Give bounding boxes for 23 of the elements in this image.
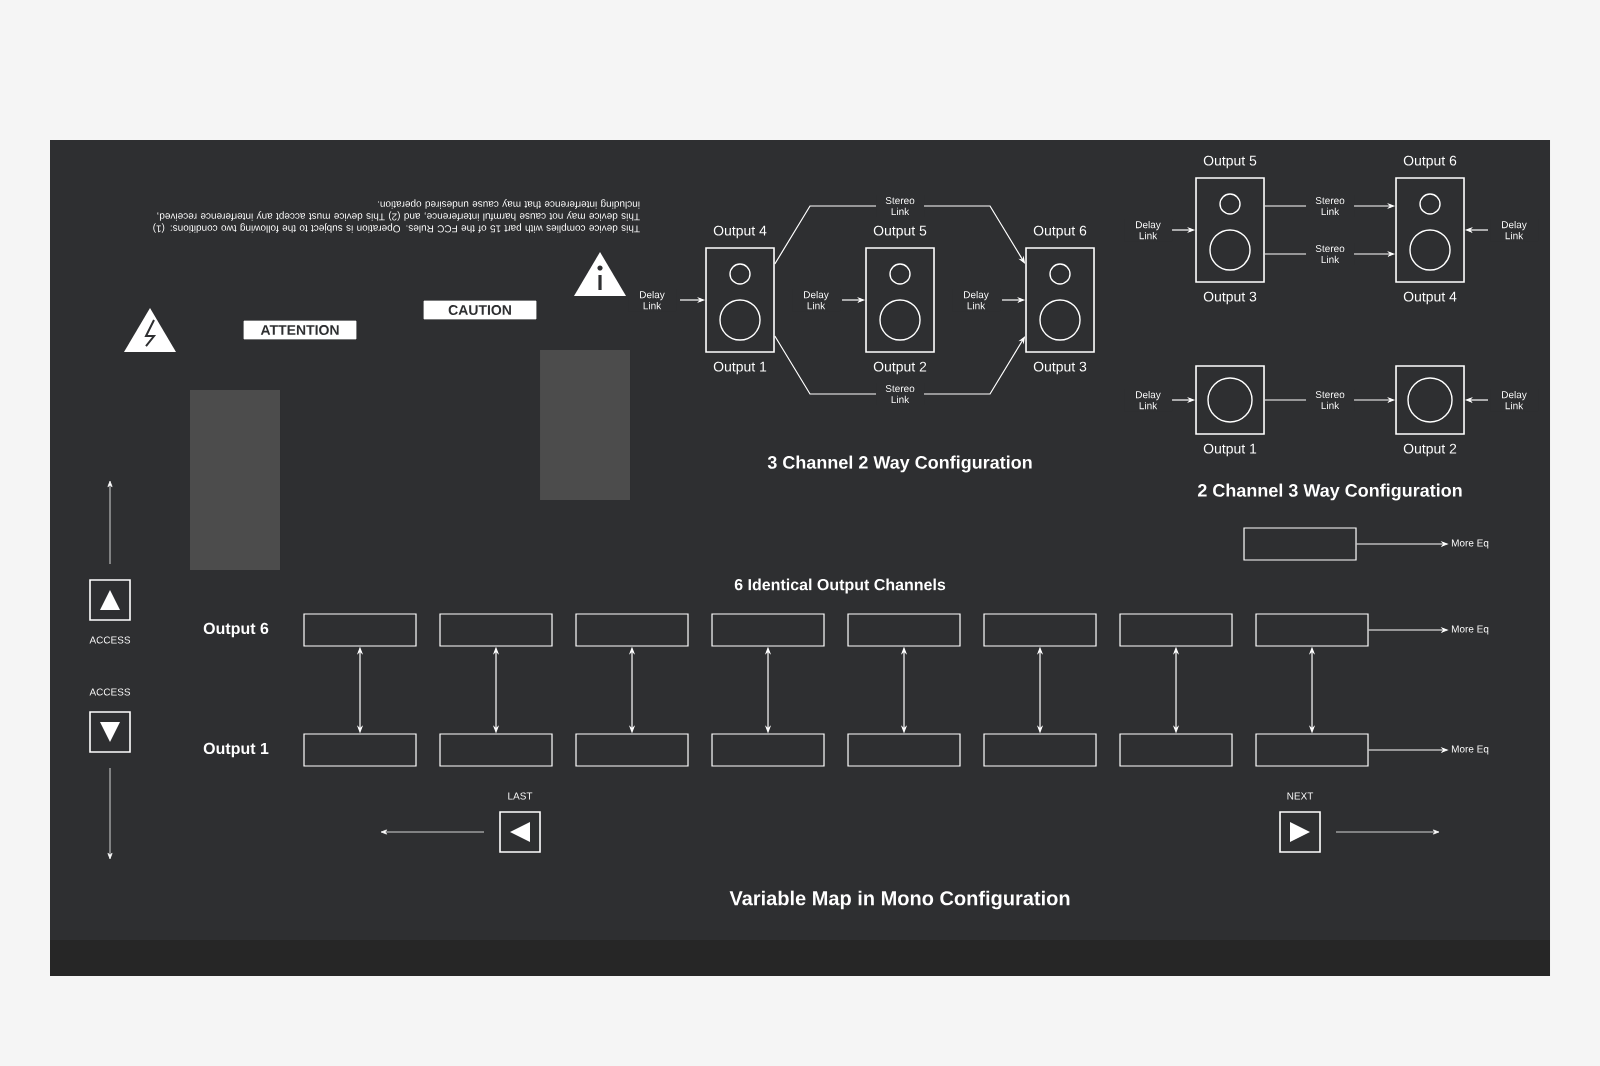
parameter-box xyxy=(439,613,553,647)
parameter-box xyxy=(983,733,1097,767)
section-title: Variable Map in Mono Configuration xyxy=(729,890,1070,910)
parameter-box xyxy=(711,733,825,767)
parameter-box xyxy=(575,613,689,647)
parameter-box xyxy=(1255,733,1369,767)
row-label: Output 1 xyxy=(203,742,269,758)
parameter-box xyxy=(303,613,417,647)
parameter-box xyxy=(1243,527,1357,561)
section-title: 6 Identical Output Channels xyxy=(734,578,946,594)
section-title: 3 Channel 2 Way Configuration xyxy=(767,455,1032,473)
parameter-box xyxy=(847,613,961,647)
parameter-box xyxy=(439,733,553,767)
parameter-box xyxy=(303,733,417,767)
parameter-box xyxy=(1119,733,1233,767)
parameter-box xyxy=(983,613,1097,647)
parameter-box xyxy=(1119,613,1233,647)
parameter-box xyxy=(1255,613,1369,647)
parameter-box xyxy=(575,733,689,767)
parameter-box xyxy=(711,613,825,647)
parameter-box xyxy=(847,733,961,767)
section-title: 2 Channel 3 Way Configuration xyxy=(1197,483,1462,501)
row-label: Output 6 xyxy=(203,622,269,638)
